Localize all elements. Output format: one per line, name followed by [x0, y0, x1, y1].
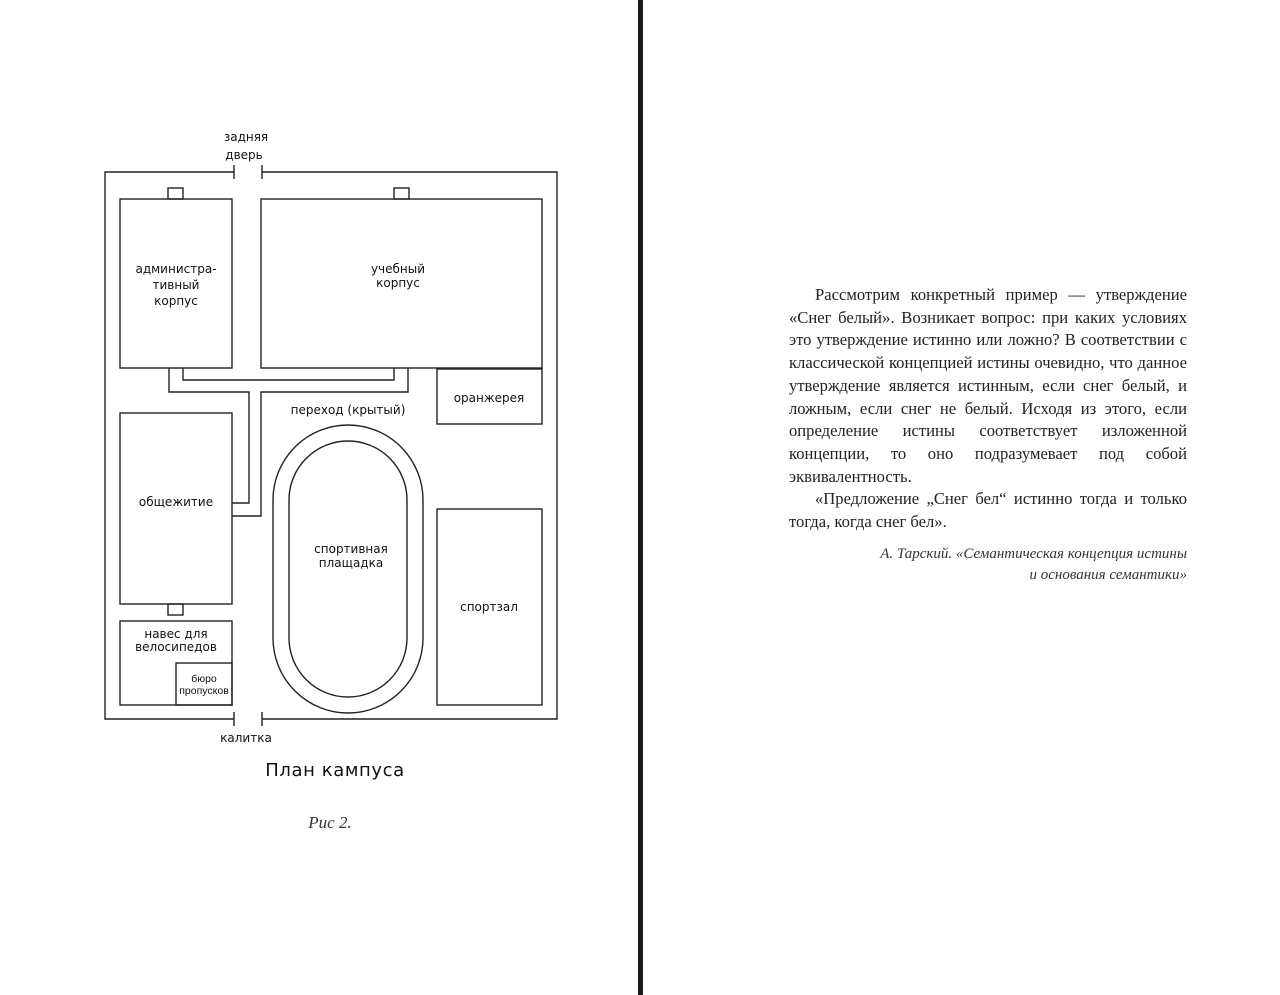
figure-caption: Рис 2.: [308, 813, 352, 832]
left-page: задняя дверь администра- тивный корпус у…: [0, 0, 638, 995]
label-back-door-1: задняя: [224, 130, 268, 144]
covered-passage: [168, 368, 409, 517]
dormitory-entrance: [167, 603, 184, 616]
label-admin-2: тивный: [153, 278, 200, 292]
label-pass-office-1: бюро: [191, 673, 217, 685]
label-academic-1: учебный: [371, 262, 425, 276]
label-passage: переход (крытый): [291, 403, 406, 417]
campus-plan: задняя дверь администра- тивный корпус у…: [104, 130, 558, 745]
label-gym: спортзал: [460, 600, 518, 614]
attribution-line-2: и основания семантики»: [1029, 567, 1187, 583]
admin-entrance: [167, 187, 184, 200]
label-bike-shed-1: навес для: [144, 627, 207, 641]
right-page: [643, 0, 1280, 995]
sports-track-outer: [272, 424, 424, 714]
book-gutter: [638, 0, 643, 995]
body-text: Рассмотрим конкретный пример — утвержден…: [789, 284, 1187, 534]
attribution-line-1: А. Тарский. «Семантическая концепция ист…: [880, 546, 1187, 562]
paragraph-1: Рассмотрим конкретный пример — утвержден…: [789, 285, 1187, 486]
paragraph-2-quote: «Предложение „Снег бел“ истинно тогда и …: [789, 489, 1187, 532]
pass-office: [175, 662, 233, 706]
greenhouse: [436, 368, 543, 425]
label-bike-shed-2: велосипедов: [135, 640, 217, 654]
academic-entrance: [393, 187, 410, 200]
label-greenhouse: оранжерея: [454, 391, 525, 405]
plan-title: План кампуса: [265, 760, 405, 781]
label-academic-2: корпус: [376, 276, 420, 290]
quote-attribution: А. Тарский. «Семантическая концепция ист…: [789, 544, 1187, 586]
label-sports-ground-1: спортивная: [314, 542, 388, 556]
label-sports-ground-2: плащадка: [319, 556, 383, 570]
sports-track-inner: [288, 440, 408, 698]
gym: [436, 508, 543, 706]
outer-wall: [104, 171, 558, 720]
label-pass-office-2: пропусков: [179, 685, 229, 697]
label-dormitory: общежитие: [139, 495, 213, 509]
label-admin-1: администра-: [135, 262, 216, 276]
label-admin-3: корпус: [154, 294, 198, 308]
label-back-door-2: дверь: [225, 148, 262, 162]
label-gate: калитка: [220, 731, 272, 745]
